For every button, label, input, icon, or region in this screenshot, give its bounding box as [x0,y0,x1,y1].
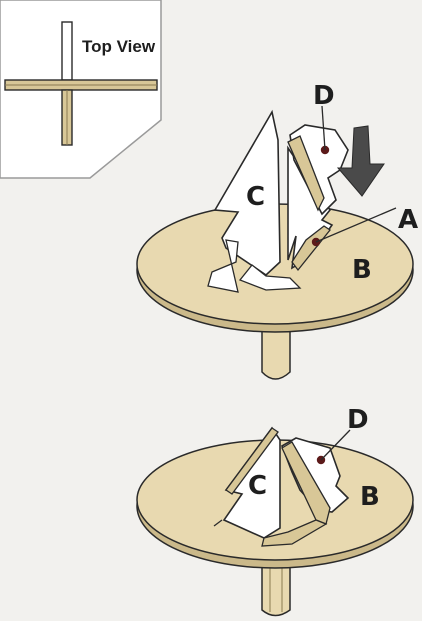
top-slot-front [238,264,302,291]
top-slot-left [207,239,239,293]
bottom-figure: C D B [136,405,414,617]
bottom-piece-edge [281,441,331,525]
bottom-slot-left [213,519,223,527]
top-figure: C D A B [136,81,418,380]
top-leader-d [321,105,326,151]
bottom-label-c: C [248,471,267,501]
top-label-a: A [398,205,418,235]
top-label-b: B [352,255,372,285]
top-piece-c [213,109,281,277]
bottom-post [261,559,291,617]
inset-title: Top View [82,37,156,56]
top-label-d: D [313,81,335,111]
bottom-leader-d [320,429,351,461]
bottom-piece-c-edge [225,427,279,495]
top-label-c: C [246,182,265,212]
bottom-label-b: B [360,482,380,512]
bottom-slot-front [261,519,328,547]
top-post [261,329,291,380]
down-arrow-icon [336,125,385,197]
top-piece-a-edge [291,225,331,272]
bottom-label-d: D [347,405,369,435]
top-view-cross-icon [4,21,158,146]
top-piece-d-edge [287,135,325,212]
top-leader-a [315,207,397,243]
top-view-inset: Top View [0,0,162,179]
